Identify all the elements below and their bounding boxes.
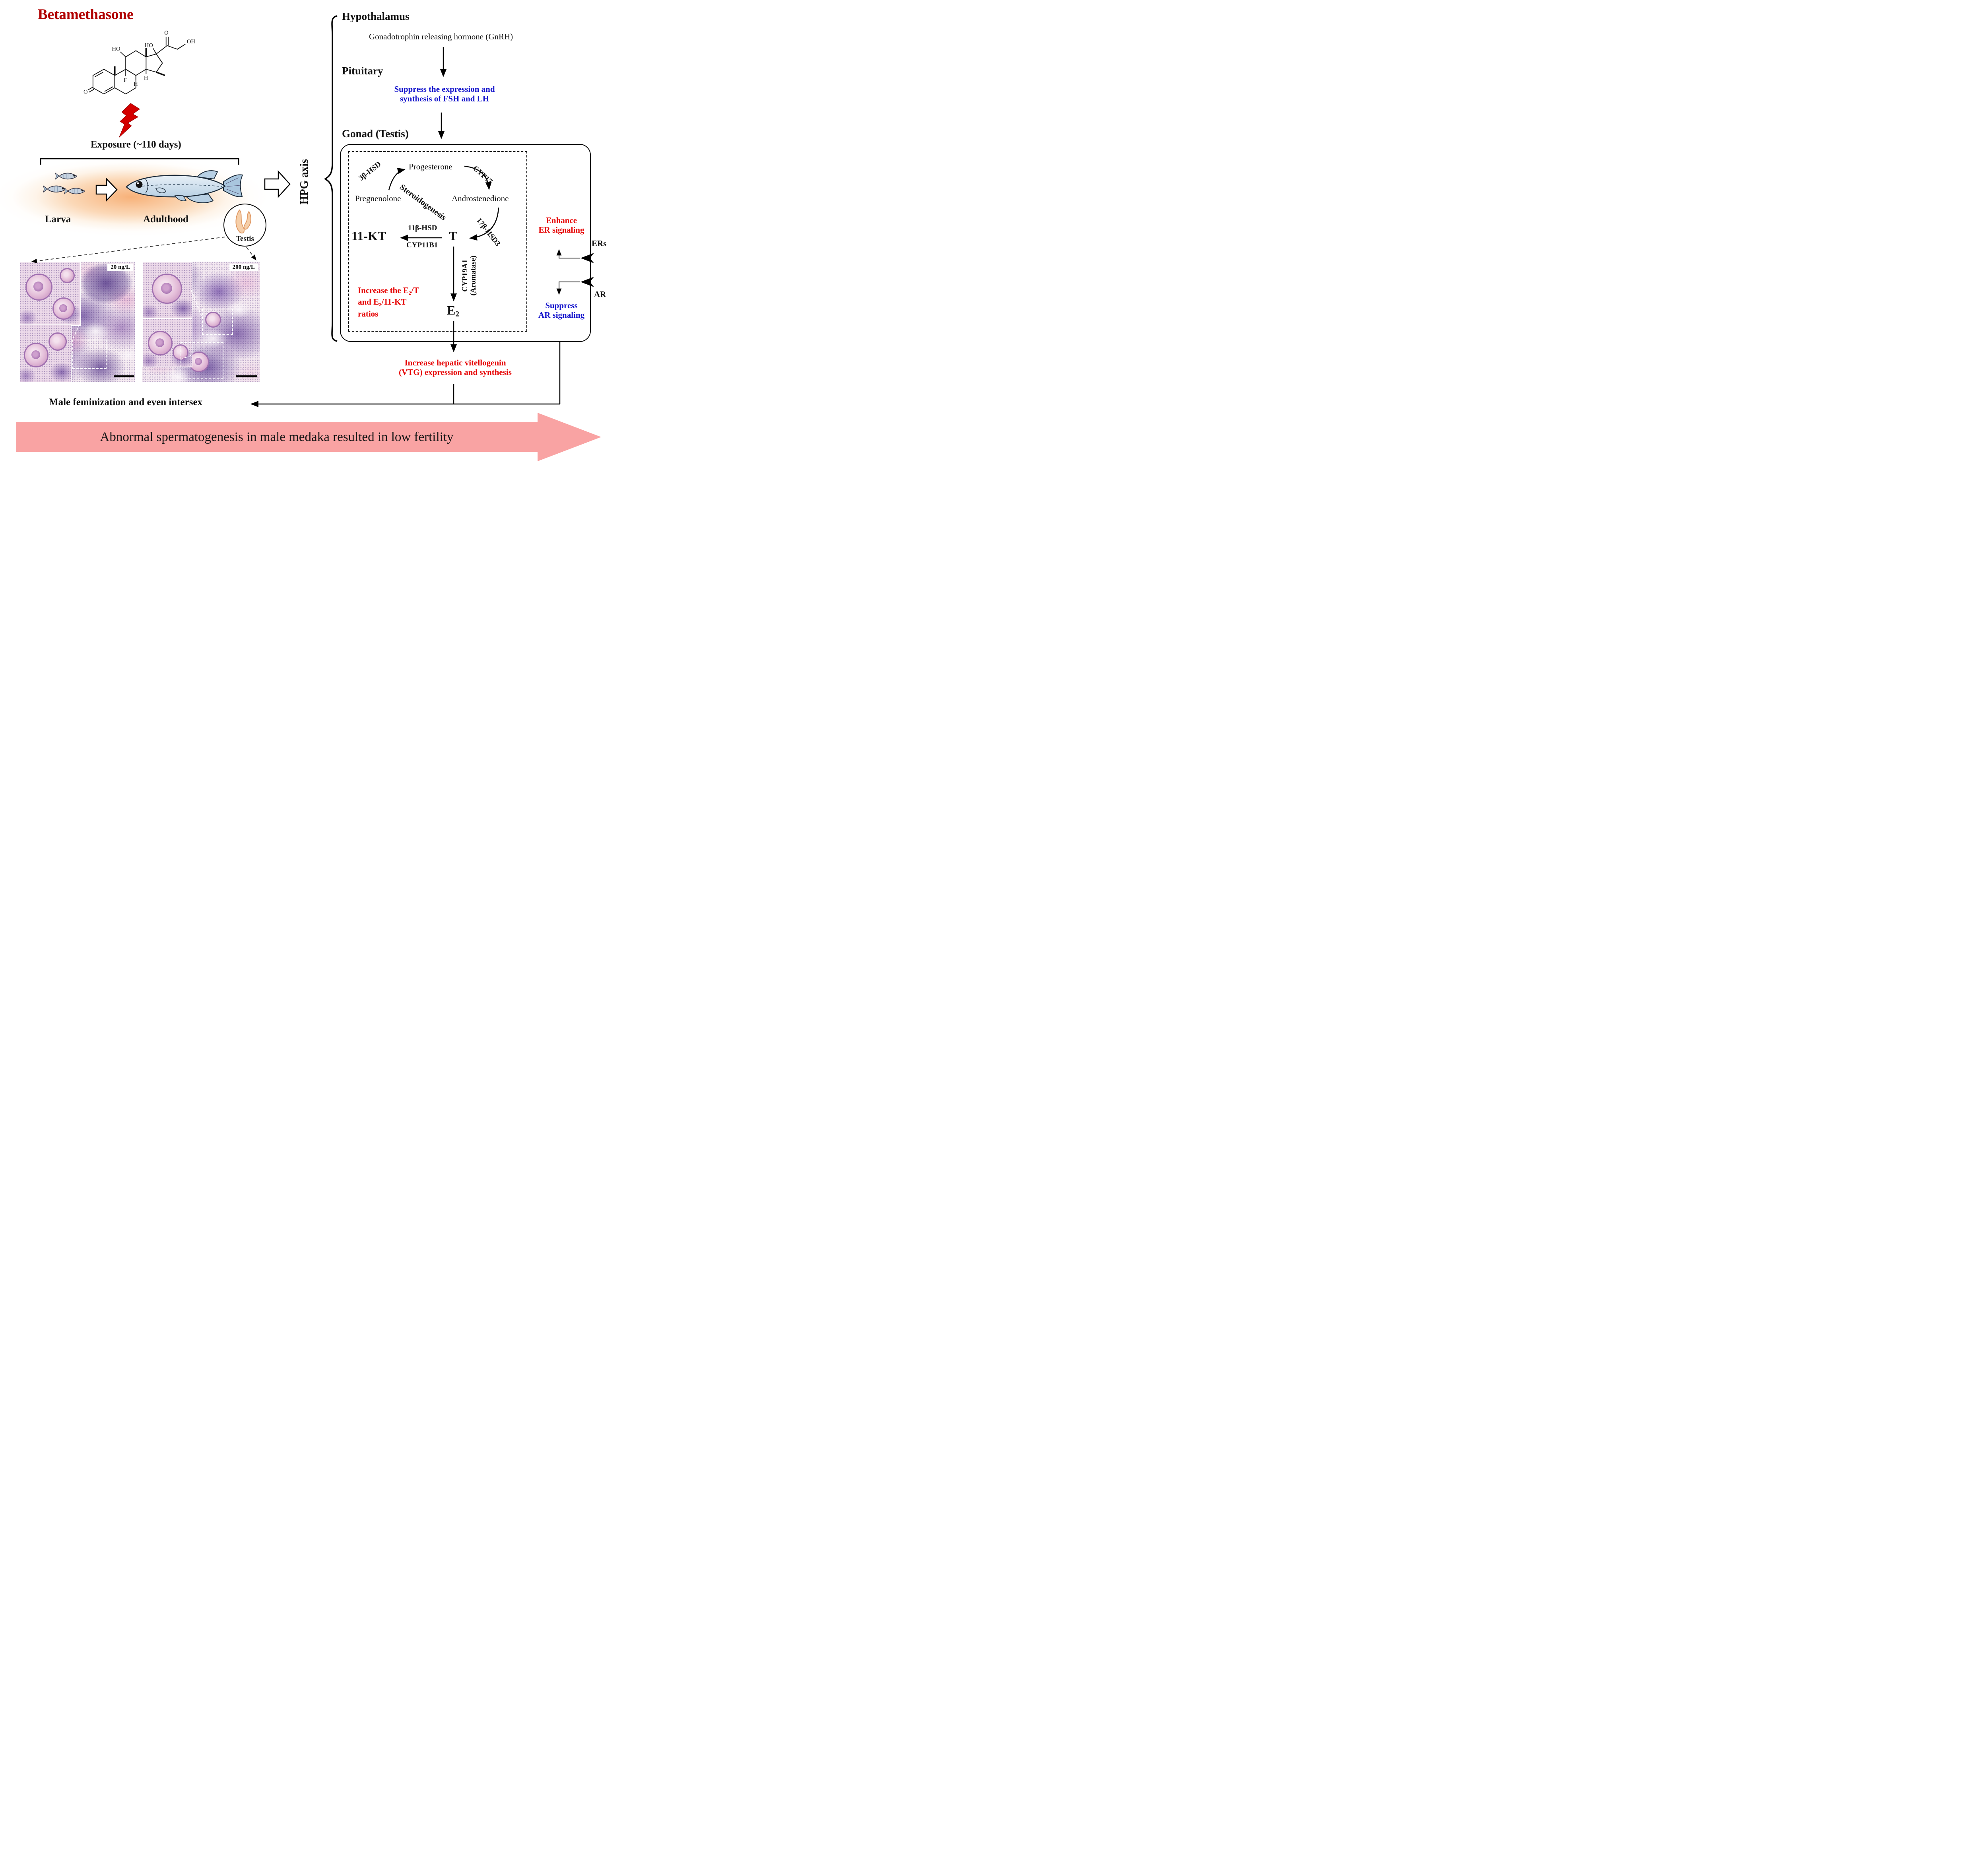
gnrh-label: Gonadotrophin releasing hormone (GnRH) [369,32,513,41]
progesterone-label: Progesterone [409,162,452,171]
testis-label: Testis [236,235,254,243]
gill-line [145,179,148,194]
suppress-ar-text: Suppress AR signaling [538,301,585,320]
roi-dashed-box [72,340,107,369]
cell-nucleus [161,282,172,294]
betamethasone-structure: O HO HO O OH F H H [83,30,195,95]
lateral-line [142,184,222,187]
tail-fin [223,174,243,197]
scale-bar [236,375,257,377]
lightning-bolt-icon [119,103,140,138]
testis-icon [235,209,251,234]
atom-ho-c11: HO [112,46,120,52]
larva-fish [43,185,66,193]
ratios-text: Increase the E₂/T and E₂/11-KT ratios [358,286,419,319]
scale-bar [114,375,134,377]
exposure-label: Exposure (~110 days) [91,139,181,150]
pelvic-fin [174,195,187,201]
hormone-11kt-label: 11-KT [351,229,386,243]
atom-labels: O HO HO O OH F H H [83,30,195,95]
larva-label: Larva [45,214,71,225]
larva-fish [55,173,78,180]
atom-oh-right: OH [187,39,196,45]
enzyme-cyp11b1-label: CYP11B1 [406,241,438,249]
feminization-text: Male feminization and even intersex [49,397,203,408]
larva-fish [64,188,85,194]
magnified-inset [19,324,72,382]
cell-nucleus [59,304,67,312]
larva-fish-group [43,173,85,194]
histology-image-200ngL: 200 ng/L [142,262,260,382]
oocyte-cell [24,343,49,367]
testis-circle: Testis [223,204,266,247]
atom-o-top: O [164,30,169,36]
oocyte-cell [25,274,52,301]
cell-nucleus [155,338,165,348]
steroid-rings [87,37,186,95]
dose-label: 200 ng/L [229,264,258,271]
magnified-inset [142,262,192,320]
vtg-text: Increase hepatic vitellogenin (VTG) expr… [399,358,512,377]
steroidogenesis-dashed-box [348,151,527,332]
cell-nucleus [33,282,44,292]
roi-dashed-box [181,342,223,379]
conclusion-banner-arrowhead-icon [538,413,601,461]
suppress-fsh-lh-text: Suppress the expression and synthesis of… [394,84,495,104]
dorsal-fin [196,170,218,180]
oocyte-cell [60,268,75,283]
oocyte-cell [49,332,67,351]
pituitary-heading: Pituitary [342,65,383,77]
adulthood-label: Adulthood [143,214,188,225]
compound-title: Betamethasone [38,6,134,23]
figure-canvas: Abnormal spermatogenesis in male medaka … [0,0,621,464]
hpg-brace [324,15,338,342]
hypothalamus-heading: Hypothalamus [342,10,410,22]
roi-connector-lines [180,289,202,360]
cell-nucleus [194,357,202,365]
oocyte-cell [148,331,173,355]
fish-eye [136,181,143,188]
enhance-er-text: Enhance ER signaling [538,216,584,235]
conclusion-text: Abnormal spermatogenesis in male medaka … [100,429,454,444]
oocyte-cell [52,297,75,320]
atom-h1: H [134,81,138,87]
hormone-e2-label: E2 [447,303,459,319]
ers-label: ERs [592,239,607,248]
magnified-inset [142,318,192,367]
atom-h2: H [144,75,148,82]
adult-medaka-fish [126,170,243,203]
oocyte-cell [205,312,221,328]
cell-nucleus [31,350,41,359]
conclusion-banner: Abnormal spermatogenesis in male medaka … [16,422,538,452]
testis-to-right-image-line [246,247,256,261]
testis-to-left-image-line [31,237,225,264]
atom-ho-c17: HO [145,42,153,49]
pectoral-fin [155,187,166,193]
atom-f: F [124,77,127,84]
ar-label: AR [594,289,606,299]
histology-image-20ngL: 20 ng/L [19,262,135,382]
hpg-axis-label: HPG axis [298,159,311,205]
enzyme-11b-hsd-label: 11β-HSD [408,224,437,232]
gonad-heading: Gonad (Testis) [342,128,409,140]
roi-connector-lines [72,324,80,340]
atom-o-ketone: O [83,89,88,95]
methyl-bonds [114,48,165,76]
enzyme-cyp19a1-label: CYP19A1 (Aromatase) [461,255,478,296]
roi-dashed-box [202,309,233,335]
pregnenolone-label: Pregnenolone [355,194,401,203]
dose-label: 20 ng/L [107,264,133,271]
androstenedione-label: Androstenedione [452,194,509,203]
magnified-inset [19,262,81,326]
fish-body [126,175,226,198]
hormone-t-label: T [449,229,458,243]
oocyte-cell [152,274,182,304]
